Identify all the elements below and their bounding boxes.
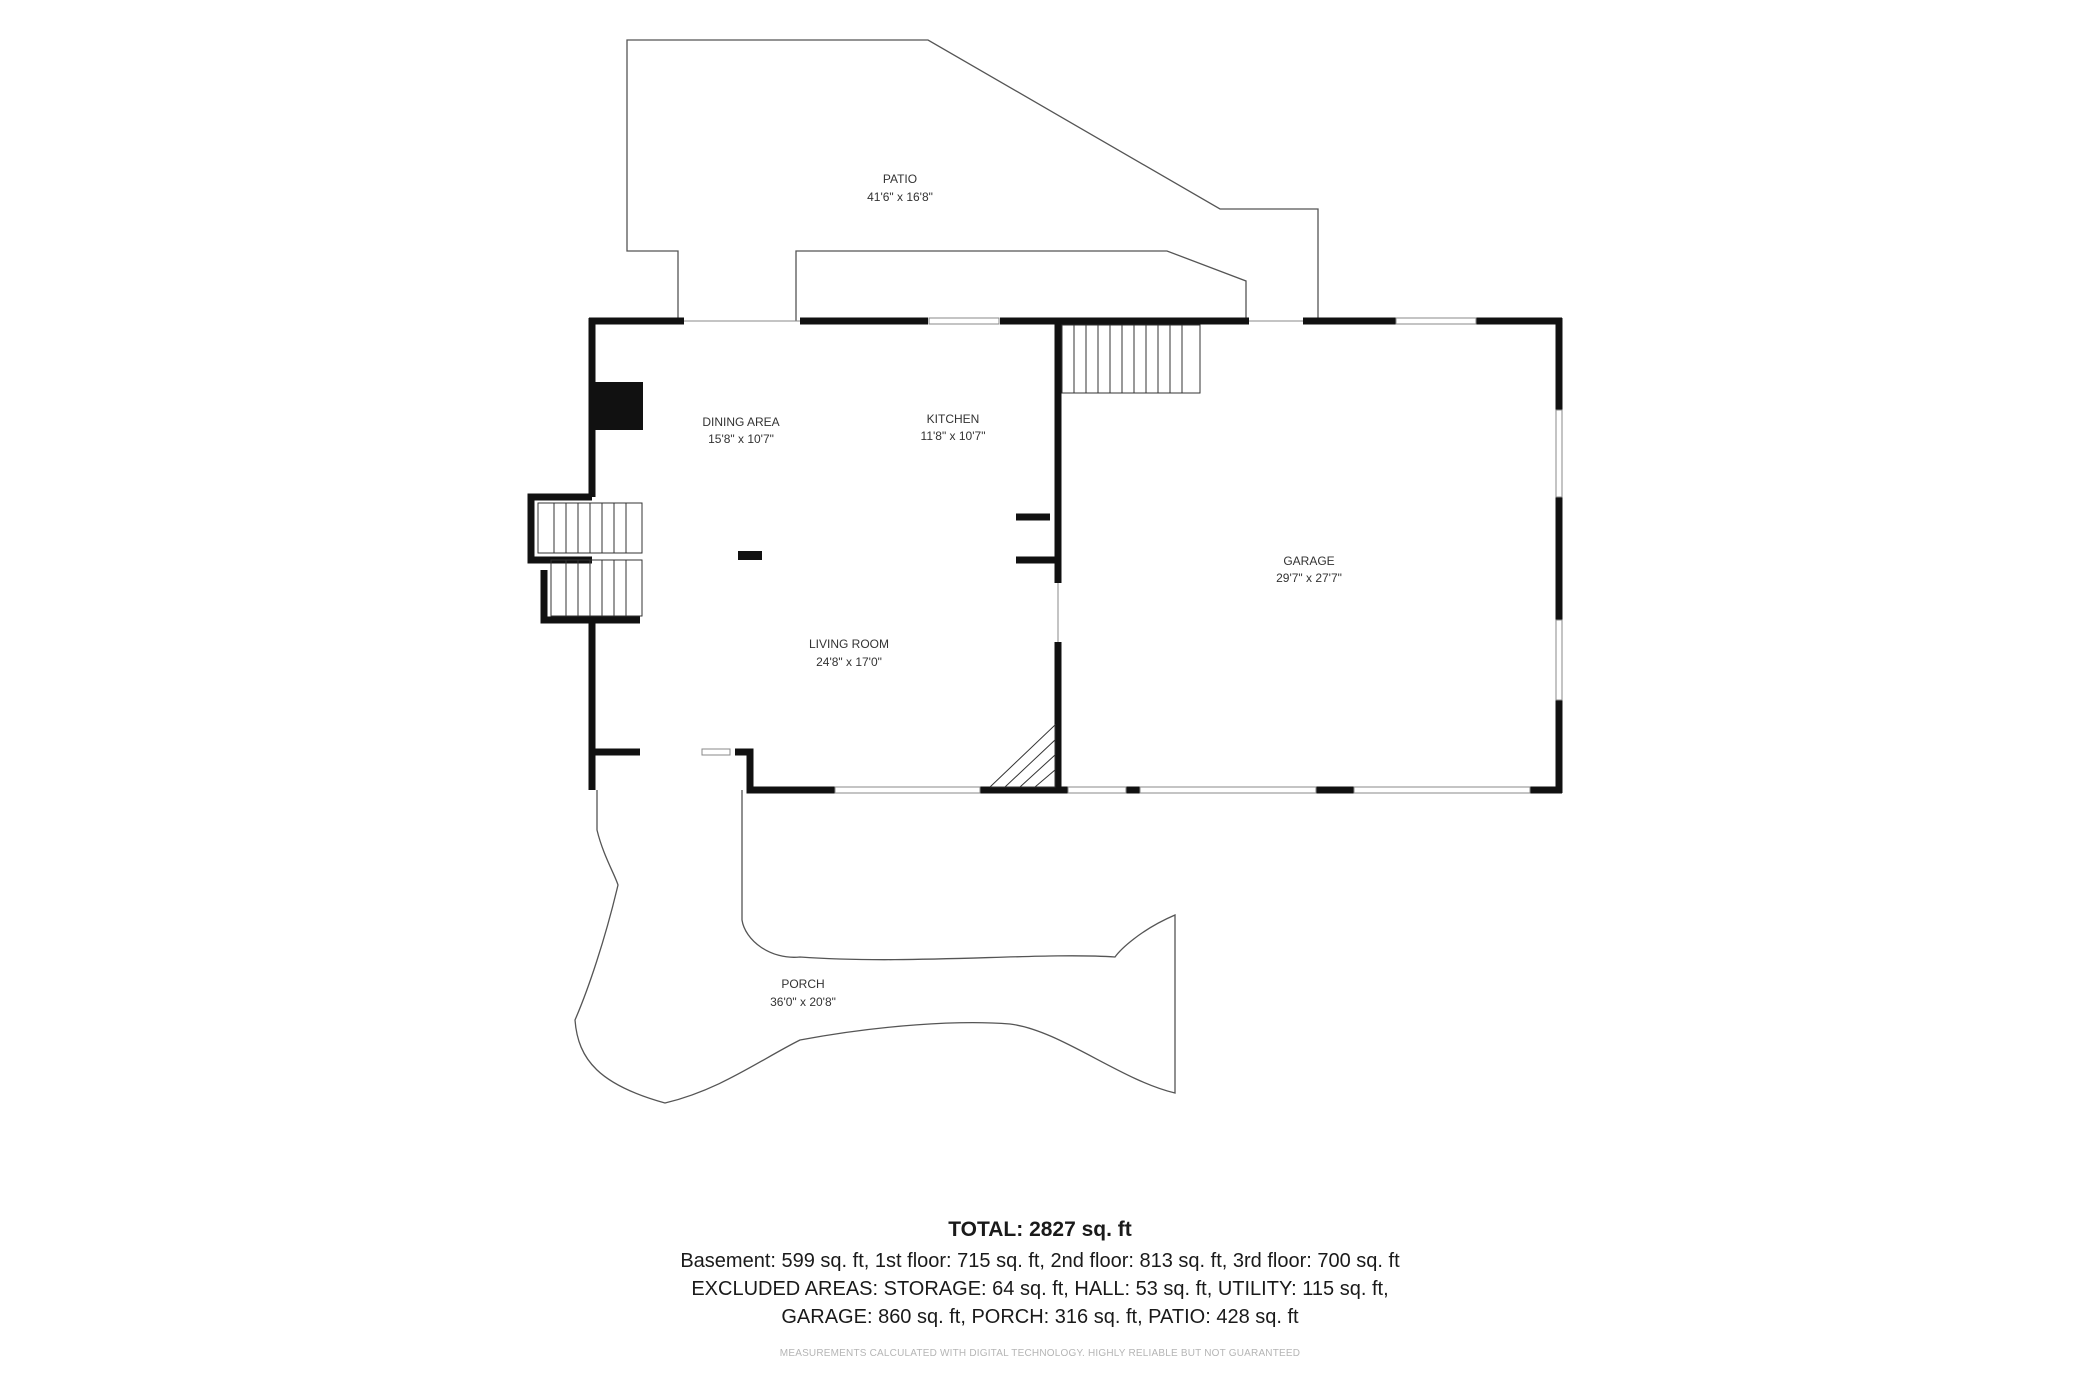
patio-name: PATIO	[883, 172, 917, 186]
stairs-corner	[989, 723, 1056, 788]
dining-label: DINING AREA 15'8" x 10'7"	[702, 415, 779, 446]
garage-name: GARAGE	[1283, 554, 1334, 568]
dining-dims: 15'8" x 10'7"	[708, 432, 774, 446]
kitchen-island	[738, 551, 762, 560]
disclaimer: MEASUREMENTS CALCULATED WITH DIGITAL TEC…	[779, 1348, 1301, 1359]
fireplace	[595, 382, 643, 430]
stairs-left	[537, 502, 643, 617]
porch-dims: 36'0" x 20'8"	[770, 995, 836, 1009]
living-name: LIVING ROOM	[809, 637, 889, 651]
porch-label: PORCH 36'0" x 20'8"	[770, 977, 836, 1009]
porch-name: PORCH	[781, 977, 824, 991]
kitchen-name: KITCHEN	[927, 412, 980, 426]
excluded-areas-line: EXCLUDED AREAS: STORAGE: 64 sq. ft, HALL…	[691, 1278, 1389, 1300]
kitchen-label: KITCHEN 11'8" x 10'7"	[921, 412, 986, 443]
excluded-areas-line-2: GARAGE: 860 sq. ft, PORCH: 316 sq. ft, P…	[781, 1306, 1299, 1328]
floor-areas-line: Basement: 599 sq. ft, 1st floor: 715 sq.…	[680, 1250, 1400, 1272]
living-dims: 24'8" x 17'0"	[816, 655, 882, 669]
living-label: LIVING ROOM 24'8" x 17'0"	[809, 637, 889, 669]
patio-outline	[626, 39, 1319, 321]
house-walls	[527, 317, 1563, 794]
garage-label: GARAGE 29'7" x 27'7"	[1276, 554, 1342, 585]
patio-label: PATIO 41'6" x 16'8"	[867, 172, 933, 204]
kitchen-dims: 11'8" x 10'7"	[921, 429, 986, 443]
patio-dims: 41'6" x 16'8"	[867, 190, 933, 204]
windows	[684, 317, 1563, 794]
porch-outline	[574, 790, 1176, 1104]
total-area: TOTAL: 2827 sq. ft	[948, 1218, 1132, 1241]
stairs-garage	[1061, 324, 1201, 394]
garage-dims: 29'7" x 27'7"	[1276, 571, 1342, 585]
dining-name: DINING AREA	[702, 415, 779, 429]
